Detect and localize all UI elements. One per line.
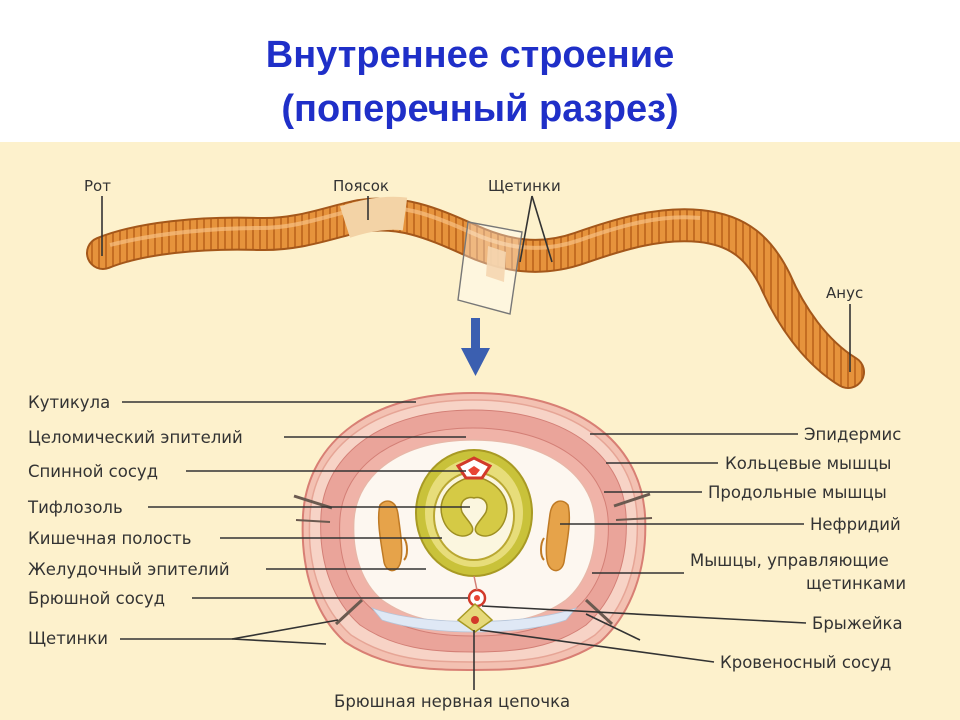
label-coelomic-epithelium: Целомический эпителий [28, 428, 243, 447]
right-labels: Эпидермис Кольцевые мышцы Продольные мыш… [479, 425, 906, 672]
setae-pointer-2 [531, 195, 553, 263]
label-cuticle: Кутикула [28, 393, 110, 412]
earthworm-body [86, 196, 865, 389]
label-setae-top: Щетинки [488, 177, 561, 195]
label-setae-muscles-line2: щетинками [806, 574, 906, 593]
cross-section [293, 391, 653, 672]
label-circular-muscles: Кольцевые мышцы [725, 454, 891, 473]
label-clitellum: Поясок [333, 177, 389, 195]
label-ventral-vessel: Брюшной сосуд [28, 589, 165, 608]
label-mouth: Рот [84, 177, 111, 195]
label-ventral-nerve-cord: Брюшная нервная цепочка [334, 692, 570, 711]
label-nephridium: Нефридий [810, 515, 901, 534]
label-typhlosole: Тифлозоль [27, 498, 123, 517]
label-setae-section: Щетинки [28, 629, 108, 648]
page-title: Внутреннее строение [265, 34, 675, 76]
label-intestinal-cavity: Кишечная полость [28, 529, 191, 548]
label-blood-vessel: Кровеносный сосуд [720, 653, 891, 672]
label-setae-muscles-line1: Мышцы, управляющие [690, 551, 889, 570]
label-epidermis: Эпидермис [804, 425, 901, 444]
label-gastric-epithelium: Желудочный эпителий [28, 560, 230, 579]
label-longitudinal-muscles: Продольные мышцы [708, 483, 887, 502]
arrow-down-icon [461, 318, 490, 376]
page-subtitle: (поперечный разрез) [281, 88, 679, 130]
left-labels: Кутикула Целомический эпителий Спинной с… [27, 393, 470, 648]
label-anus: Анус [826, 284, 863, 302]
label-mesentery: Брыжейка [812, 614, 903, 633]
setae-pointer-1 [519, 195, 533, 263]
label-dorsal-vessel: Спинной сосуд [28, 462, 158, 481]
